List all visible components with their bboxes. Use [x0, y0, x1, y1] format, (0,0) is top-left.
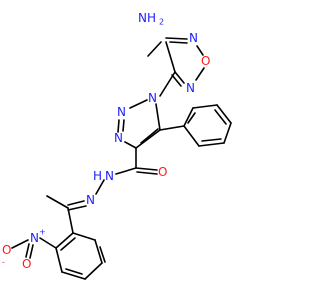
atom-labels: NH 2 N O N N N N O N H N N + O - O — [2, 11, 210, 271]
nitro-o-left: O — [2, 243, 11, 257]
hydrazide-h: H — [93, 169, 102, 183]
nitro-o-bottom: O — [22, 257, 31, 271]
bond — [183, 107, 194, 127]
bond — [46, 195, 69, 209]
bond — [55, 232, 74, 249]
bond — [94, 239, 103, 264]
triazole-n2: N — [117, 105, 126, 119]
bond — [169, 41, 188, 44]
bond — [115, 167, 137, 175]
bond — [72, 232, 96, 241]
amine-label: NH — [138, 11, 156, 25]
bond — [122, 119, 125, 132]
bond — [129, 99, 148, 109]
oxadiazole-n-top: N — [189, 31, 198, 45]
imine-n: N — [86, 193, 95, 207]
bond — [29, 244, 34, 259]
bond — [171, 74, 182, 87]
oxadiazole-n-bottom: N — [186, 81, 195, 95]
bond — [214, 109, 227, 125]
bond — [55, 247, 63, 273]
molecule-structure: NH 2 N O N N N N O N H N N + O - O — [2, 11, 232, 280]
bond — [67, 207, 74, 234]
bond — [135, 167, 158, 171]
bond — [67, 200, 85, 206]
bond — [201, 138, 222, 142]
bond — [174, 71, 185, 84]
bond — [196, 45, 204, 56]
triazole-n1: N — [148, 91, 157, 105]
bond — [159, 71, 176, 97]
bond — [155, 103, 161, 131]
bond — [187, 112, 196, 124]
bond — [136, 171, 158, 175]
bond — [195, 67, 205, 81]
bond — [25, 243, 30, 258]
bond — [165, 41, 176, 73]
bond — [61, 271, 86, 280]
bond — [99, 246, 106, 263]
bonds — [11, 37, 232, 280]
bond — [117, 119, 120, 133]
bond — [65, 268, 83, 275]
bond — [192, 104, 218, 109]
bond — [147, 41, 162, 57]
bond — [95, 179, 105, 195]
bond — [135, 129, 161, 149]
bond — [165, 37, 188, 40]
bond — [223, 122, 232, 144]
carbonyl-o: O — [158, 165, 167, 179]
bond — [159, 125, 185, 131]
oxadiazole-o: O — [201, 54, 210, 68]
nitro-n: N — [30, 231, 39, 245]
nitro-o-minus: - — [2, 258, 5, 267]
triazole-n3: N — [114, 131, 123, 145]
amine-subscript: 2 — [159, 18, 164, 27]
bond — [67, 205, 87, 211]
nitro-plus: + — [39, 228, 46, 237]
bond — [84, 262, 103, 280]
bond — [216, 104, 232, 124]
bond — [140, 128, 159, 144]
bond — [39, 237, 57, 249]
bond — [60, 237, 76, 251]
hydrazide-n: N — [105, 169, 114, 183]
bond — [11, 239, 29, 249]
bond — [183, 125, 200, 147]
bond — [124, 141, 137, 149]
bond — [198, 142, 225, 147]
